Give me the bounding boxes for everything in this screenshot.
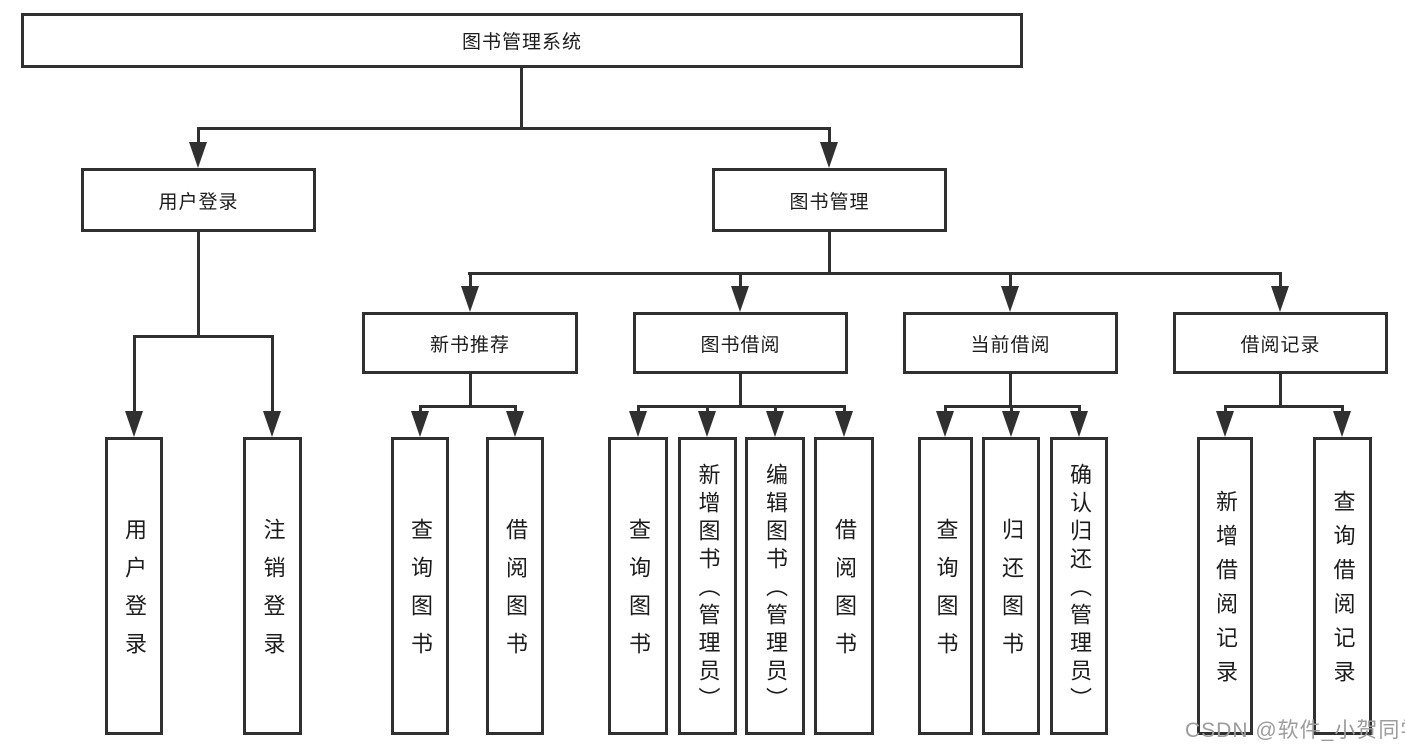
- connector-line: [637, 405, 845, 408]
- leaf-label: 用户登录: [122, 518, 147, 670]
- connector-line: [520, 66, 523, 128]
- arrow-down-icon: [820, 142, 838, 168]
- connector-line: [469, 272, 472, 288]
- leaf-query-borrow-record: 查询借阅记录: [1313, 437, 1372, 735]
- connector-line: [197, 127, 831, 130]
- leaf-confirm-return-admin: 确认归还（管理员）: [1050, 437, 1108, 735]
- connector-line: [828, 231, 831, 274]
- connector-line: [1279, 373, 1282, 407]
- arrow-down-icon: [835, 411, 853, 437]
- connector-line: [739, 272, 742, 288]
- arrow-down-icon: [698, 411, 716, 437]
- arrow-down-icon: [506, 411, 524, 437]
- node-label: 图书管理系统: [461, 32, 582, 53]
- leaf-query-books-current: 查询图书: [918, 437, 973, 735]
- node-label: 当前借阅: [970, 334, 1051, 356]
- node-book-borrow: 图书借阅: [633, 312, 848, 374]
- leaf-user-login: 用户登录: [105, 437, 163, 735]
- node-book-management: 图书管理: [712, 168, 947, 232]
- node-label: 图书借阅: [700, 334, 781, 356]
- arrow-down-icon: [936, 411, 954, 437]
- connector-line: [637, 405, 640, 413]
- leaf-borrow-books-recommend: 借阅图书: [486, 437, 544, 735]
- connector-line: [419, 405, 517, 408]
- node-current-borrow: 当前借阅: [903, 312, 1118, 374]
- connector-line: [706, 405, 709, 413]
- leaf-query-books-recommend: 查询图书: [391, 437, 449, 735]
- connector-line: [133, 335, 136, 413]
- connector-line: [1224, 405, 1343, 408]
- leaf-label: 查询图书: [626, 518, 651, 670]
- connector-line: [1341, 405, 1344, 413]
- node-borrow-records: 借阅记录: [1173, 312, 1388, 374]
- arrow-down-icon: [1333, 411, 1351, 437]
- node-library-system: 图书管理系统: [21, 13, 1023, 68]
- arrow-down-icon: [461, 286, 479, 312]
- node-label: 借阅记录: [1240, 334, 1321, 356]
- arrow-down-icon: [766, 411, 784, 437]
- node-label: 图书管理: [789, 191, 870, 213]
- connector-line: [469, 373, 472, 407]
- connector-line: [1009, 373, 1012, 407]
- leaf-label: 借阅图书: [503, 518, 528, 670]
- arrow-down-icon: [411, 411, 429, 437]
- connector-line: [1010, 405, 1013, 413]
- arrow-down-icon: [731, 286, 749, 312]
- leaf-label: 新增借阅记录: [1213, 490, 1238, 694]
- leaf-label: 归还图书: [999, 518, 1024, 670]
- arrow-down-icon: [1271, 286, 1289, 312]
- leaf-label: 注销登录: [260, 518, 286, 670]
- leaf-label: 编辑图书（管理员）: [763, 463, 788, 715]
- leaf-label: 查询图书: [933, 518, 959, 670]
- node-new-book-recommend: 新书推荐: [362, 312, 578, 374]
- leaf-label: 查询图书: [408, 518, 433, 670]
- leaf-add-book-admin: 新增图书（管理员）: [678, 437, 737, 735]
- connector-line: [271, 335, 274, 413]
- leaf-label: 查询借阅记录: [1330, 490, 1356, 694]
- leaf-borrow-books: 借阅图书: [814, 437, 874, 735]
- node-user-login: 用户登录: [81, 168, 316, 232]
- connector-line: [843, 405, 846, 413]
- arrow-down-icon: [1216, 411, 1234, 437]
- connector-line: [419, 405, 422, 413]
- leaf-edit-book-admin: 编辑图书（管理员）: [745, 437, 805, 735]
- connector-line: [468, 272, 1282, 275]
- connector-line: [514, 405, 517, 413]
- arrow-down-icon: [1070, 411, 1088, 437]
- connector-line: [739, 373, 742, 407]
- arrow-down-icon: [629, 411, 647, 437]
- leaf-add-borrow-record: 新增借阅记录: [1197, 437, 1253, 735]
- leaf-label: 新增图书（管理员）: [695, 463, 721, 715]
- leaf-logout: 注销登录: [243, 437, 302, 735]
- node-label: 新书推荐: [429, 334, 510, 356]
- arrow-down-icon: [263, 411, 281, 437]
- connector-line: [1009, 272, 1012, 288]
- arrow-down-icon: [189, 142, 207, 168]
- connector-line: [197, 127, 200, 145]
- connector-line: [774, 405, 777, 413]
- arrow-down-icon: [125, 411, 143, 437]
- arrow-down-icon: [1002, 411, 1020, 437]
- connector-line: [133, 335, 274, 338]
- connector-line: [828, 127, 831, 145]
- leaf-label: 确认归还（管理员）: [1067, 463, 1092, 715]
- connector-line: [1279, 272, 1282, 288]
- connector-line: [197, 231, 200, 337]
- leaf-query-books-borrow: 查询图书: [608, 437, 668, 735]
- connector-line: [944, 405, 947, 413]
- node-label: 用户登录: [158, 191, 239, 213]
- watermark-text: CSDN @软件_小贺同学: [1185, 719, 1405, 742]
- arrow-down-icon: [1001, 286, 1019, 312]
- connector-line: [1224, 405, 1227, 413]
- connector-line: [1078, 405, 1081, 413]
- leaf-label: 借阅图书: [832, 518, 857, 670]
- leaf-return-book: 归还图书: [982, 437, 1040, 735]
